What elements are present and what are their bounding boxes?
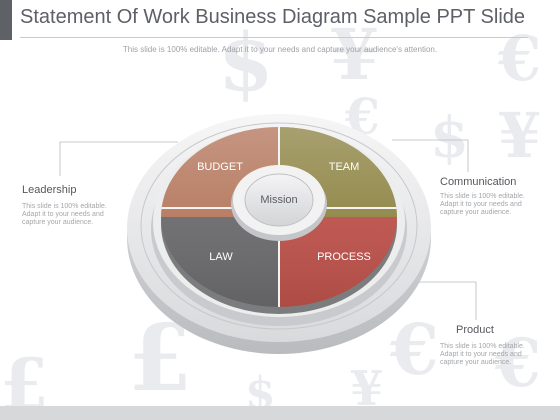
product-title: Product	[456, 324, 494, 336]
yen-watermark-icon: ¥	[498, 99, 542, 172]
title-divider	[20, 37, 528, 38]
page-subtitle: This slide is 100% editable. Adapt it to…	[122, 45, 438, 54]
euro-watermark-icon: €	[495, 324, 541, 402]
yen-watermark-icon: ¥	[350, 361, 384, 417]
outer-ring-groove	[140, 122, 418, 330]
mission-label: Mission	[260, 194, 297, 206]
footer-bar	[0, 406, 560, 420]
leadership-connector	[59, 141, 178, 176]
center-hub	[244, 173, 314, 227]
communication-body: This slide is 100% editable. Adapt it to…	[440, 193, 525, 216]
budget-label: BUDGET	[197, 161, 243, 173]
product-body: This slide is 100% editable. Adapt it to…	[440, 343, 525, 366]
dollar-watermark-icon: $	[218, 15, 274, 109]
leadership-title: Leadership	[22, 184, 77, 196]
communication-connector	[392, 139, 469, 172]
page-title: Statement Of Work Business Diagram Sampl…	[20, 6, 526, 28]
communication-title: Communication	[440, 176, 517, 188]
leadership-body: This slide is 100% editable. Adapt it to…	[22, 203, 107, 226]
pound-watermark-icon: £	[128, 304, 193, 412]
process-label: PROCESS	[317, 251, 371, 263]
dollar-watermark-icon: $	[430, 105, 469, 171]
yen-watermark-icon: ¥	[330, 13, 379, 96]
team-label: TEAM	[329, 161, 360, 173]
title-accent-bar	[0, 0, 12, 40]
law-label: LAW	[209, 251, 233, 263]
euro-watermark-icon: €	[390, 308, 439, 391]
